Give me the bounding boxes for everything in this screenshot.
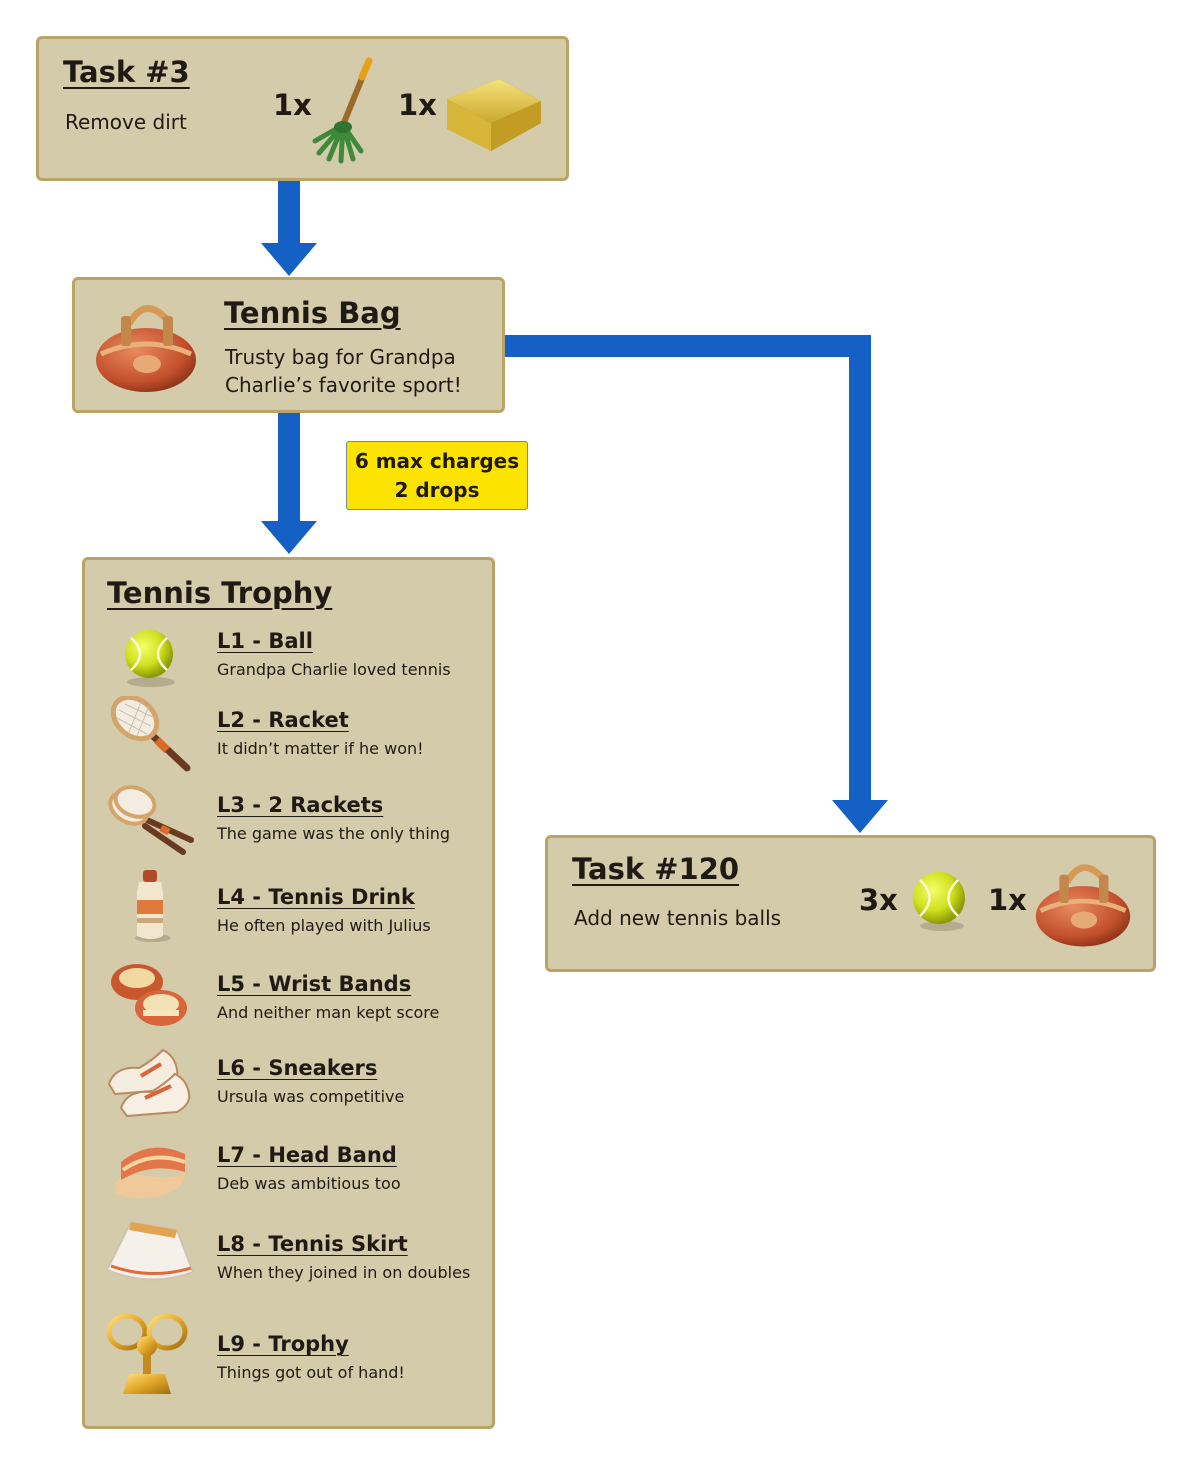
level-7-title: L7 - Head Band [217, 1143, 397, 1167]
level-6-desc: Ursula was competitive [217, 1087, 405, 1106]
charges-badge: 6 max charges 2 drops [346, 441, 528, 510]
level-9-title: L9 - Trophy [217, 1332, 349, 1356]
level-6-title: L6 - Sneakers [217, 1056, 378, 1080]
drink-bottle-icon [135, 870, 171, 942]
tennis-bag-icon [96, 305, 196, 392]
arrow-bag-to-trophy [261, 413, 317, 554]
trophy-icon [106, 1313, 188, 1394]
two-rackets-icon [108, 785, 194, 855]
max-charges-label: 6 max charges [354, 448, 520, 473]
tennis-bag-title: Tennis Bag [224, 296, 401, 330]
level-2-title: L2 - Racket [217, 708, 349, 732]
level-9-desc: Things got out of hand! [217, 1363, 405, 1382]
racket-icon [110, 696, 191, 772]
level-3-desc: The game was the only thing [217, 824, 451, 843]
level-8-desc: When they joined in on doubles [217, 1263, 471, 1282]
level-5-title: L5 - Wrist Bands [217, 972, 412, 996]
task3-box: Task #3 Remove dirt 1x 1x [36, 36, 569, 181]
level-3-title: L3 - 2 Rackets [217, 793, 384, 817]
tennis-trophy-title: Tennis Trophy [107, 576, 333, 610]
level-4-title: L4 - Tennis Drink [217, 885, 415, 909]
level-8-title: L8 - Tennis Skirt [217, 1232, 408, 1256]
tennis-ball-icon [125, 630, 175, 687]
arrow-bag-to-task120 [505, 335, 888, 833]
level-1-title: L1 - Ball [217, 629, 313, 653]
drops-label: 2 drops [394, 477, 480, 502]
task120-req2-qty: 1x [988, 883, 1027, 917]
tennis-trophy-box: Tennis Trophy L1 - Ball Grandpa Charlie … [82, 557, 495, 1429]
task3-req1-qty: 1x [273, 88, 312, 122]
task3-title: Task #3 [63, 55, 190, 89]
rake-icon [312, 57, 373, 164]
task120-box: Task #120 Add new tennis balls 3x 1x [545, 835, 1156, 972]
task120-title: Task #120 [572, 852, 740, 886]
level-2-desc: It didn’t matter if he won! [217, 739, 424, 758]
level-1-desc: Grandpa Charlie loved tennis [217, 660, 451, 679]
tennis-bag-desc-line2: Charlie’s favorite sport! [225, 373, 462, 397]
skirt-icon [105, 1220, 195, 1281]
task120-description: Add new tennis balls [574, 906, 782, 930]
level-4-desc: He often played with Julius [217, 916, 431, 935]
visor-icon [115, 1147, 186, 1198]
sponge-icon [447, 79, 541, 151]
task120-req1-qty: 3x [859, 883, 898, 917]
sneakers-icon [107, 1048, 191, 1118]
task3-description: Remove dirt [65, 110, 187, 134]
tennis-bag-desc-line1: Trusty bag for Grandpa [225, 345, 456, 369]
level-5-desc: And neither man kept score [217, 1003, 440, 1022]
wrist-bands-icon [111, 964, 187, 1026]
arrow-task3-to-bag [261, 180, 317, 276]
tennis-bag-icon [1035, 864, 1131, 947]
level-7-desc: Deb was ambitious too [217, 1174, 401, 1193]
tennis-bag-box: Tennis Bag Trusty bag for Grandpa Charli… [72, 277, 505, 413]
tennis-ball-icon [913, 872, 965, 931]
task3-req2-qty: 1x [398, 88, 437, 122]
